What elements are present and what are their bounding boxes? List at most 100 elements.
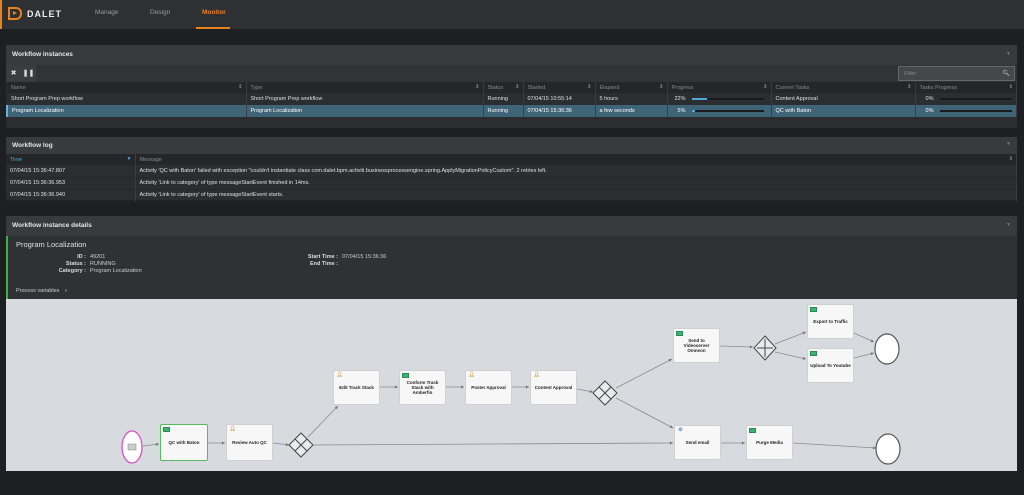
task-conform-track-stack[interactable]: Conform Track Stack with Amberfin bbox=[399, 370, 446, 405]
column-header-progress[interactable]: Progress⇕ bbox=[667, 82, 772, 93]
cell-current-tasks: Content Approval bbox=[771, 93, 916, 105]
flow-line bbox=[615, 358, 673, 389]
instances-table: Name⇕ Type⇕ Status⇕ Started⇕ Elapsed⇕ Pr… bbox=[6, 82, 1017, 117]
task-qc-with-baton[interactable]: QC with Baton bbox=[160, 424, 208, 461]
user-task-icon: 👤︎ bbox=[468, 372, 475, 378]
filter-input[interactable]: Filter 🔍︎ bbox=[898, 66, 1015, 81]
progress-bar bbox=[691, 109, 764, 112]
end-time-field: End Time : bbox=[309, 261, 338, 267]
process-variables-toggle[interactable]: Process variables › bbox=[16, 288, 67, 294]
table-row[interactable]: Short Program Prep workflow Short Progra… bbox=[7, 93, 1017, 105]
filter-placeholder: Filter bbox=[904, 71, 917, 77]
column-header-current-tasks[interactable]: Current Tasks⇕ bbox=[771, 82, 916, 93]
cell-name: Short Program Prep workflow bbox=[7, 93, 247, 105]
service-task-icon bbox=[402, 373, 409, 378]
tab-design[interactable]: Design bbox=[150, 9, 171, 16]
panel-header[interactable]: Workflow instance details ▼ bbox=[6, 216, 1017, 236]
category-field: Category :Program Localization bbox=[58, 268, 142, 274]
panel-title: Workflow instance details bbox=[12, 222, 92, 229]
collapse-chevron-icon[interactable]: ▼ bbox=[1006, 222, 1011, 228]
flow-line bbox=[853, 352, 875, 359]
column-header-started[interactable]: Started⇕ bbox=[523, 82, 596, 93]
instance-summary: Program Localization ID :49201 Status :R… bbox=[6, 236, 1017, 299]
panel-title: Workflow instances bbox=[12, 51, 73, 58]
column-header-tasks-progress[interactable]: Tasks Progress⇕ bbox=[915, 82, 1017, 93]
task-edit-track-stack[interactable]: 👤︎Edit Track Stack bbox=[333, 370, 380, 405]
user-task-icon: 👤︎ bbox=[229, 426, 236, 432]
flow-line bbox=[792, 442, 877, 450]
active-tab-indicator bbox=[196, 27, 230, 29]
end-event[interactable] bbox=[874, 333, 900, 365]
cell-elapsed: 5 hours bbox=[595, 93, 668, 105]
cell-status: Running bbox=[483, 93, 524, 105]
message-start-icon bbox=[127, 443, 137, 451]
flow-line bbox=[615, 397, 674, 429]
service-task-icon bbox=[676, 331, 683, 336]
instances-toolbar: ✖ ❚❚ Filter 🔍︎ bbox=[6, 65, 1017, 82]
column-header-message[interactable]: Message⇕ bbox=[135, 154, 1017, 165]
tab-manage[interactable]: Manage bbox=[95, 9, 119, 16]
service-task-icon bbox=[810, 351, 817, 356]
task-export-to-traffic[interactable]: Export to Traffic bbox=[807, 304, 854, 339]
cell-started: 07/04/15 15:36:36 bbox=[523, 105, 596, 117]
column-header-status[interactable]: Status⇕ bbox=[483, 82, 524, 93]
task-purge-media[interactable]: Purge Media bbox=[746, 425, 793, 460]
task-send-to-videoserver[interactable]: Send to Videoserver Omneon bbox=[673, 328, 720, 363]
column-header-type[interactable]: Type⇕ bbox=[246, 82, 484, 93]
panel-header[interactable]: Workflow instances ▼ bbox=[6, 45, 1017, 65]
cell-progress: 22% bbox=[667, 93, 772, 105]
top-nav-bar bbox=[0, 0, 1024, 29]
dalet-logo: DALET bbox=[8, 7, 62, 20]
flow-line bbox=[774, 331, 807, 345]
flow-line bbox=[774, 351, 807, 360]
column-header-name[interactable]: Name⇕ bbox=[7, 82, 247, 93]
log-message: Activity 'Link to category' of type mess… bbox=[135, 189, 1017, 202]
cell-type: Program Localization bbox=[246, 105, 484, 117]
flow-line bbox=[719, 345, 754, 349]
id-field: ID :49201 bbox=[77, 254, 106, 260]
service-task-icon bbox=[810, 307, 817, 312]
pause-button[interactable]: ❚❚ bbox=[21, 65, 36, 82]
cell-name: Program Localization bbox=[6, 105, 247, 117]
log-time: 07/04/15 15:36:47.807 bbox=[6, 165, 136, 178]
dalet-logo-icon bbox=[8, 7, 22, 20]
tasks-progress-bar bbox=[939, 97, 1012, 100]
workflow-instances-panel: Workflow instances ▼ ✖ ❚❚ Filter 🔍︎ Name⇕ … bbox=[6, 45, 1017, 128]
table-row-selected[interactable]: Program Localization Program Localizatio… bbox=[6, 105, 1017, 117]
log-message: Activity 'QC with Baton' failed with exc… bbox=[135, 165, 1017, 178]
cell-tasks-progress: 0% bbox=[915, 93, 1017, 105]
cell-progress: 5% bbox=[667, 105, 772, 117]
task-review-auto-qc[interactable]: 👤︎Review Auto QC bbox=[226, 424, 273, 461]
collapse-chevron-icon[interactable]: ▼ bbox=[1006, 51, 1011, 57]
log-time: 07/04/15 15:36:36.953 bbox=[6, 177, 136, 190]
task-poster-approval[interactable]: 👤︎Poster Approval bbox=[465, 370, 512, 405]
task-content-approval[interactable]: 👤︎Content Approval bbox=[530, 370, 577, 405]
flow-line bbox=[307, 405, 339, 438]
log-time: 07/04/15 15:36:36.940 bbox=[6, 189, 136, 202]
cell-current-tasks: QC with Baton bbox=[771, 105, 916, 117]
panel-title: Workflow log bbox=[12, 142, 53, 149]
search-icon[interactable]: 🔍︎ bbox=[1002, 71, 1010, 77]
collapse-chevron-icon[interactable]: ▼ bbox=[1006, 141, 1011, 147]
tab-monitor[interactable]: Monitor bbox=[202, 9, 226, 16]
instance-name: Program Localization bbox=[16, 240, 87, 249]
column-header-elapsed[interactable]: Elapsed⇕ bbox=[595, 82, 668, 93]
user-task-icon: 👤︎ bbox=[336, 372, 343, 378]
start-time-field: Start Time :07/04/15 15:36:36 bbox=[307, 254, 387, 260]
service-task-icon bbox=[749, 428, 756, 433]
column-header-time[interactable]: Time▼ bbox=[6, 154, 136, 165]
end-event[interactable] bbox=[875, 433, 901, 465]
workflow-log-panel: Workflow log ▼ Time▼ Message⇕ 07/04/15 15… bbox=[6, 137, 1017, 202]
flow-line bbox=[312, 441, 674, 446]
instance-details-panel: Workflow instance details ▼ Program Local… bbox=[6, 216, 1017, 299]
panel-header[interactable]: Workflow log ▼ bbox=[6, 137, 1017, 154]
stop-button[interactable]: ✖ bbox=[6, 65, 21, 82]
task-upload-to-youtube[interactable]: Upload To Youtube bbox=[807, 348, 854, 383]
user-task-icon: 👤︎ bbox=[533, 372, 540, 378]
task-send-email[interactable]: ⚙Send email bbox=[674, 425, 721, 460]
